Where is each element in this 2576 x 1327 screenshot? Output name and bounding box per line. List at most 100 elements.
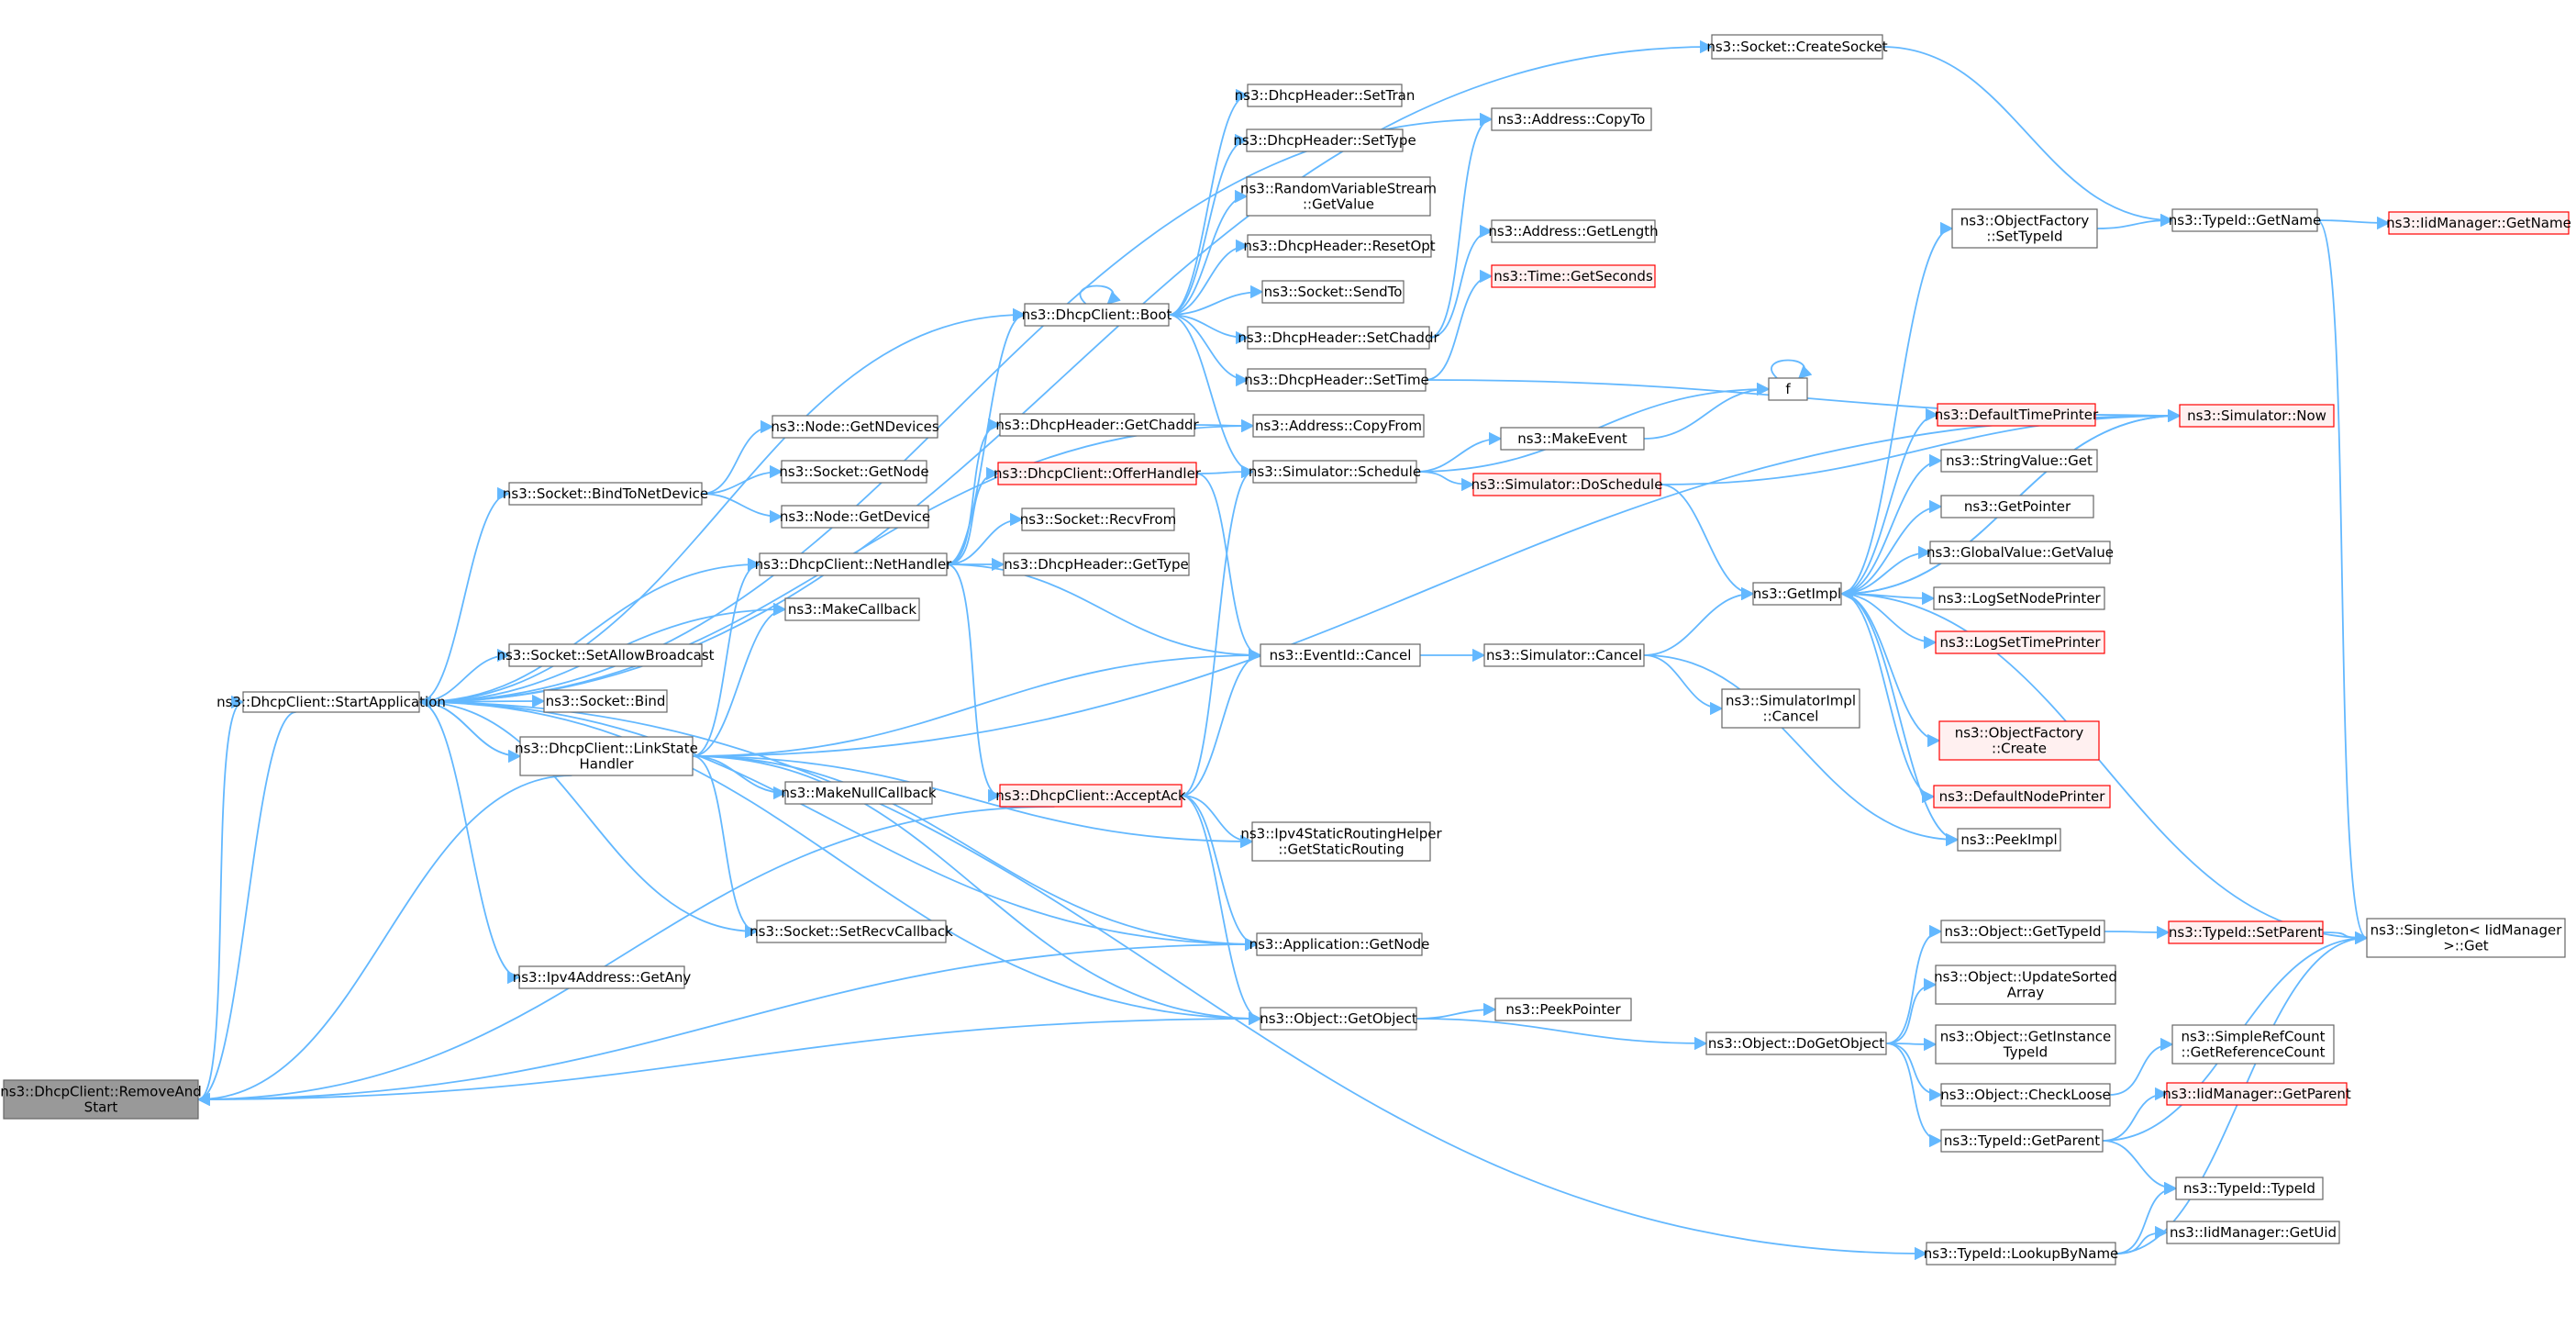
- edge-startapplication-to-removeandstart: [196, 711, 296, 1107]
- node-typeidgetname[interactable]: ns3::TypeId::GetName: [2169, 208, 2321, 232]
- node-peekimpl[interactable]: ns3::PeekImpl: [1957, 828, 2061, 852]
- node-boot[interactable]: ns3::DhcpClient::Boot: [1022, 303, 1172, 327]
- node-getnode[interactable]: ns3::Application::GetNode: [1249, 932, 1430, 956]
- node-singletonget[interactable]: ns3::Singleton< IidManager>::Get: [2366, 918, 2566, 958]
- node-eventcancel[interactable]: ns3::EventId::Cancel: [1260, 643, 1421, 667]
- node-box: [1252, 414, 1425, 438]
- edge-makeevent-to-f: [1643, 382, 1771, 440]
- node-sendto[interactable]: ns3::Socket::SendTo: [1261, 280, 1405, 304]
- node-box: [1246, 176, 1431, 217]
- node-nodegetdevice[interactable]: ns3::Node::GetDevice: [780, 505, 930, 529]
- node-box: [1472, 473, 1661, 496]
- node-iidgetuid[interactable]: ns3::IidManager::GetUid: [2166, 1221, 2340, 1244]
- node-label: ns3::DhcpHeader::GetChaddr: [995, 417, 1199, 433]
- node-ipv4getany[interactable]: ns3::Ipv4Address::GetAny: [513, 965, 692, 989]
- node-globalvaluegetvalue[interactable]: ns3::GlobalValue::GetValue: [1926, 541, 2114, 564]
- node-recvfrom[interactable]: ns3::Socket::RecvFrom: [1020, 507, 1177, 531]
- node-label: Array: [2007, 985, 2045, 1001]
- node-getreferencecount[interactable]: ns3::SimpleRefCount::GetReferenceCount: [2171, 1024, 2335, 1065]
- node-getndevices[interactable]: ns3::Node::GetNDevices: [771, 415, 939, 439]
- node-defaulttimeprinter[interactable]: ns3::DefaultTimePrinter: [1935, 403, 2099, 427]
- node-simimplcancel[interactable]: ns3::SimulatorImpl::Cancel: [1721, 688, 1860, 729]
- node-box: [2179, 404, 2335, 428]
- node-socketbind[interactable]: ns3::Socket::Bind: [543, 689, 668, 713]
- node-box: [2171, 1024, 2335, 1065]
- node-setallowbroadcast[interactable]: ns3::Socket::SetAllowBroadcast: [496, 643, 715, 667]
- node-factorycreate[interactable]: ns3::ObjectFactory::Create: [1938, 720, 2100, 761]
- edge-linkstatehandler-to-startapplication: [417, 695, 521, 757]
- node-lookupbyname[interactable]: ns3::TypeId::LookupByName: [1924, 1242, 2119, 1266]
- edge-startapplication-to-nethandler: [418, 557, 761, 703]
- node-typeidsetparent[interactable]: ns3::TypeId::SetParent: [2168, 920, 2324, 944]
- node-offerhandler[interactable]: ns3::DhcpClient::OfferHandler: [994, 462, 1202, 485]
- node-simnow[interactable]: ns3::Simulator::Now: [2179, 404, 2335, 428]
- node-setchaddr[interactable]: ns3::DhcpHeader::SetChaddr: [1238, 326, 1439, 350]
- node-peekpointer[interactable]: ns3::PeekPointer: [1494, 998, 1632, 1021]
- node-simcancel[interactable]: ns3::Simulator::Cancel: [1483, 643, 1645, 667]
- node-getpointer[interactable]: ns3::GetPointer: [1940, 495, 2094, 519]
- node-startapplication[interactable]: ns3::DhcpClient::StartApplication: [217, 691, 446, 713]
- node-dogetobject[interactable]: ns3::Object::DoGetObject: [1705, 1031, 1887, 1055]
- node-stringvalueget[interactable]: ns3::StringValue::Get: [1940, 449, 2098, 473]
- node-logsetnodeprinter[interactable]: ns3::LogSetNodePrinter: [1933, 586, 2105, 610]
- node-label: ns3::Socket::SetRecvCallback: [749, 923, 953, 940]
- node-box: [1251, 821, 1431, 862]
- node-f[interactable]: f: [1768, 377, 1808, 401]
- edge-linkstatehandler-to-getnode: [692, 755, 1259, 952]
- node-getstaticrouting[interactable]: ns3::Ipv4StaticRoutingHelper::GetStaticR…: [1240, 821, 1442, 862]
- node-gettype[interactable]: ns3::DhcpHeader::GetType: [1003, 552, 1190, 576]
- node-socketgetnode[interactable]: ns3::Socket::GetNode: [779, 460, 929, 484]
- node-getimpl[interactable]: ns3::GetImpl: [1752, 582, 1842, 606]
- node-typeidtypeid[interactable]: ns3::TypeId::TypeId: [2175, 1176, 2324, 1200]
- node-iidgetparent[interactable]: ns3::IidManager::GetParent: [2162, 1082, 2351, 1106]
- node-bindtonetdevice[interactable]: ns3::Socket::BindToNetDevice: [503, 482, 708, 506]
- node-label: ::Create: [1992, 741, 2047, 757]
- node-factorysettypeid[interactable]: ns3::ObjectFactory::SetTypeId: [1951, 208, 2098, 249]
- node-nethandler[interactable]: ns3::DhcpClient::NetHandler: [755, 552, 953, 576]
- edge-nethandler-to-boot: [946, 307, 1027, 565]
- node-logsettimeprinter[interactable]: ns3::LogSetTimePrinter: [1935, 630, 2105, 654]
- node-box: [1957, 828, 2061, 852]
- node-makenullcallback[interactable]: ns3::MakeNullCallback: [781, 781, 937, 805]
- node-doschedule[interactable]: ns3::Simulator::DoSchedule: [1471, 473, 1663, 496]
- node-setrecvcallback[interactable]: ns3::Socket::SetRecvCallback: [749, 920, 953, 943]
- node-label: ns3::SimpleRefCount: [2182, 1029, 2326, 1045]
- node-typeidgetparent[interactable]: ns3::TypeId::GetParent: [1940, 1129, 2104, 1153]
- node-box: [1938, 720, 2100, 761]
- node-copyto[interactable]: ns3::Address::CopyTo: [1491, 107, 1652, 131]
- node-getchaddr[interactable]: ns3::DhcpHeader::GetChaddr: [995, 413, 1200, 437]
- node-box: [781, 460, 927, 484]
- node-label: ns3::Simulator::Cancel: [1486, 647, 1642, 664]
- node-settime[interactable]: ns3::DhcpHeader::SetTime: [1244, 368, 1429, 392]
- edge-startapplication-to-getnode: [418, 701, 1259, 952]
- node-makeevent[interactable]: ns3::MakeEvent: [1500, 427, 1645, 451]
- edge-acceptack-to-getstaticrouting: [1181, 795, 1254, 849]
- node-settran[interactable]: ns3::DhcpHeader::SetTran: [1235, 84, 1416, 107]
- edge-dogetobject-to-checkloose: [1885, 1043, 1943, 1102]
- node-getlength[interactable]: ns3::Address::GetLength: [1488, 219, 1659, 243]
- edge-objgettypeid-to-typeidsetparent: [2104, 925, 2171, 940]
- node-getseconds[interactable]: ns3::Time::GetSeconds: [1491, 264, 1656, 288]
- node-getobject[interactable]: ns3::Object::GetObject: [1260, 1007, 1417, 1031]
- node-makecallback[interactable]: ns3::MakeCallback: [784, 597, 920, 621]
- node-settype[interactable]: ns3::DhcpHeader::SetType: [1233, 128, 1416, 152]
- node-label: ns3::TypeId::SetParent: [2169, 924, 2323, 941]
- node-iidgetname[interactable]: ns3::IidManager::GetName: [2386, 211, 2571, 235]
- node-objgettypeid[interactable]: ns3::Object::GetTypeId: [1940, 920, 2105, 943]
- edge-createsocket-to-typeidgetname: [1882, 46, 2174, 228]
- node-defaultnodeprinter[interactable]: ns3::DefaultNodePrinter: [1933, 785, 2111, 808]
- node-copyfrom[interactable]: ns3::Address::CopyFrom: [1252, 414, 1425, 438]
- node-schedule[interactable]: ns3::Simulator::Schedule: [1249, 460, 1421, 484]
- node-label: ns3::Object::GetTypeId: [1944, 923, 2101, 940]
- node-resetopt[interactable]: ns3::DhcpHeader::ResetOpt: [1243, 234, 1436, 258]
- edge-getimpl-to-logsettimeprinter: [1840, 593, 1938, 650]
- node-checkloose[interactable]: ns3::Object::CheckLoose: [1940, 1083, 2111, 1107]
- node-createsocket[interactable]: ns3::Socket::CreateSocket: [1706, 34, 1888, 60]
- edge-linkstatehandler-to-getobject: [692, 755, 1262, 1026]
- node-rvsgetvalue[interactable]: ns3::RandomVariableStream::GetValue: [1240, 176, 1437, 217]
- node-acceptack[interactable]: ns3::DhcpClient::AcceptAck: [995, 784, 1186, 808]
